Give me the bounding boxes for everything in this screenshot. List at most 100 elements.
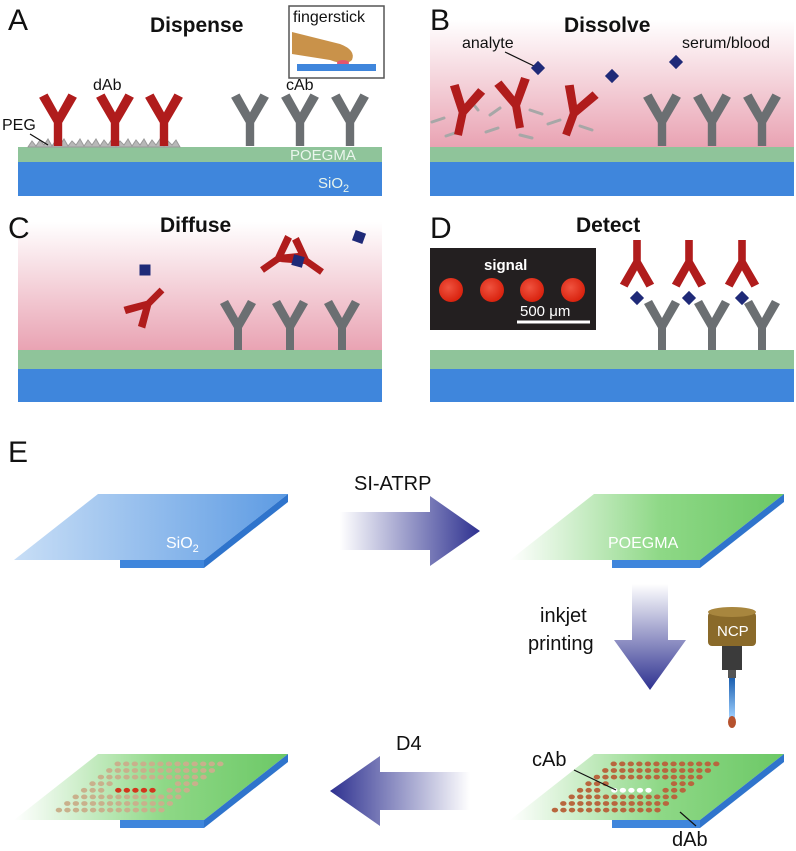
ring-spot	[577, 794, 584, 800]
sio2-label: SiO2	[318, 175, 349, 195]
analyte-icon	[139, 264, 151, 276]
ring-spot	[602, 801, 610, 806]
ring-spot	[148, 768, 156, 773]
ring-spot	[64, 801, 71, 806]
ring-spot	[157, 761, 164, 767]
ring-spot	[191, 774, 199, 780]
ring-spot	[183, 768, 190, 773]
ring-spot	[679, 768, 686, 773]
ring-spot	[72, 794, 79, 800]
ring-spot	[115, 801, 122, 806]
panel-c-title: Diffuse	[160, 214, 231, 237]
ring-spot	[568, 801, 576, 806]
ring-spot	[166, 794, 173, 800]
ring-spot	[661, 761, 669, 767]
detection-antibody-icon	[671, 240, 707, 288]
ring-spot	[174, 768, 181, 773]
analyte-icon	[681, 290, 697, 306]
ring-spot	[106, 794, 114, 800]
ring-spot	[560, 801, 567, 806]
dab-print-label: dAb	[672, 829, 708, 851]
poegma-layer-d	[430, 350, 794, 369]
ring-spot	[679, 781, 686, 787]
panel-a-title: Dispense	[150, 14, 243, 37]
ring-spot	[72, 801, 80, 806]
ring-spot	[149, 807, 157, 813]
si-atrp-arrow	[340, 496, 480, 566]
ring-spot	[98, 801, 105, 806]
detection-antibody-icon	[123, 287, 165, 329]
ring-spot	[662, 787, 669, 793]
ring-spot	[175, 794, 182, 800]
ring-spot	[191, 781, 199, 787]
ring-spot	[696, 774, 703, 780]
ring-spot	[619, 768, 626, 773]
ring-spot	[636, 774, 643, 780]
ring-spot	[594, 787, 601, 793]
poegma-layer-b	[430, 147, 794, 162]
ring-spot	[114, 761, 121, 767]
ring-spot	[106, 774, 113, 780]
ring-spot	[200, 768, 207, 773]
analyte-icon	[668, 54, 684, 70]
detection-antibody-icon	[619, 240, 655, 288]
ring-spot	[107, 807, 114, 813]
ring-spot	[123, 794, 131, 800]
inkjet-label-1: inkjet	[540, 605, 587, 627]
ring-spot	[123, 801, 131, 806]
inset-chip	[297, 64, 376, 71]
ring-spot	[654, 794, 661, 800]
center-spot	[140, 787, 148, 793]
ring-spot	[81, 801, 88, 806]
peg-pointer	[29, 133, 49, 146]
ring-spot	[64, 807, 71, 813]
ring-spot	[166, 801, 174, 806]
panel-a-letter: A	[8, 4, 28, 37]
ring-spot	[174, 787, 182, 793]
ring-spot	[131, 768, 139, 773]
ring-spot	[653, 768, 660, 773]
ring-spot	[89, 807, 97, 813]
poegma-label: POEGMA	[290, 147, 356, 164]
ring-spot	[594, 794, 601, 800]
ring-spot	[704, 761, 711, 767]
ring-spot	[585, 787, 592, 793]
inkjet-label-2: printing	[528, 633, 594, 655]
ring-spot	[594, 807, 601, 813]
serum-layer-c	[18, 222, 382, 350]
ring-spot	[577, 801, 584, 806]
ring-spot	[132, 794, 139, 800]
ring-spot	[670, 761, 677, 767]
ring-spot	[679, 774, 686, 780]
ring-spot	[611, 807, 618, 813]
d4-chip	[14, 754, 288, 828]
ring-spot	[165, 761, 173, 767]
panel-d-letter: D	[430, 212, 452, 245]
ring-spot	[619, 761, 626, 767]
ring-spot	[560, 807, 567, 813]
poegma-slide-label: POEGMA	[608, 535, 679, 552]
ring-spot	[97, 774, 105, 780]
ring-spot	[670, 787, 678, 793]
ring-spot	[200, 761, 207, 767]
ring-spot	[696, 761, 703, 767]
analyte-icon	[291, 254, 305, 268]
ring-spot	[140, 768, 147, 773]
ring-spot	[158, 801, 165, 806]
ring-spot	[593, 774, 601, 780]
ring-spot	[627, 768, 635, 773]
center-spot	[636, 787, 644, 793]
ring-spot	[594, 801, 601, 806]
panel-b-letter: B	[430, 4, 450, 37]
ring-spot	[98, 794, 105, 800]
capture-antibody-icon	[643, 93, 681, 146]
ring-spot	[644, 768, 652, 773]
ring-spot	[106, 768, 113, 773]
ring-spot	[89, 781, 96, 787]
capture-antibody-icon	[644, 300, 680, 350]
ring-spot	[687, 774, 695, 780]
cab-print-label: cAb	[532, 749, 566, 771]
ring-spot	[662, 774, 669, 780]
ring-spot	[653, 774, 660, 780]
detection-antibody-icon	[562, 84, 599, 137]
